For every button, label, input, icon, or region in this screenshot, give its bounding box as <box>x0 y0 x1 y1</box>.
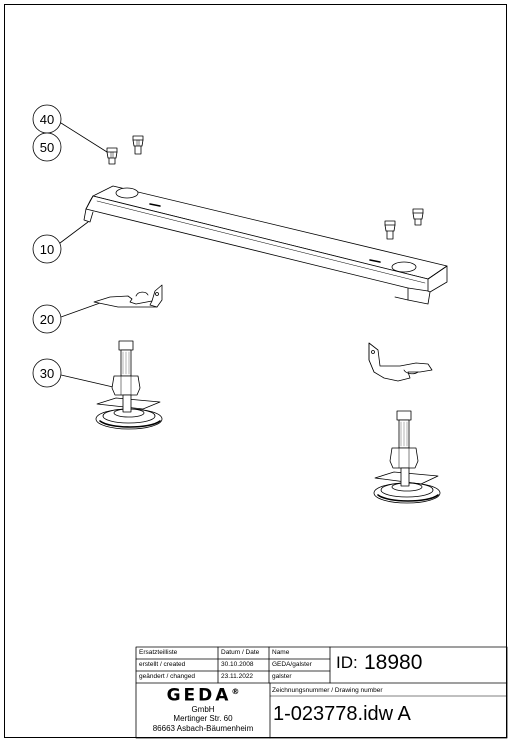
callout-50-label: 50 <box>40 140 54 155</box>
callout-30-label: 30 <box>40 366 54 381</box>
callout-10: 10 <box>32 221 89 264</box>
drawing-number: 1-023778.idw A <box>273 703 411 725</box>
callout-30: 30 <box>32 358 114 388</box>
callout-20-label: 20 <box>40 312 54 327</box>
id-value: 18980 <box>364 651 423 674</box>
title-block-grid <box>135 646 508 739</box>
changed-name: galster <box>272 673 292 680</box>
callout-40-label: 40 <box>40 112 54 127</box>
company-form: GmbH <box>191 704 215 714</box>
main-bracket <box>83 185 448 305</box>
company-logo: GEDA® <box>136 683 270 705</box>
created-name: GEDA/galster <box>272 661 312 668</box>
company-street: Mertinger Str. 60 <box>173 714 233 724</box>
bolt-group-left <box>106 135 144 165</box>
changed-date: 23.11.2022 <box>221 673 254 680</box>
title-block: Ersatzteilliste Datum / Date Name erstel… <box>136 647 507 738</box>
company-logo-text: GEDA <box>166 685 232 706</box>
company-city: 86663 Asbach-Bäumenheim <box>152 723 254 733</box>
registered-mark: ® <box>231 687 240 696</box>
created-label: erstellt / created <box>139 661 186 668</box>
clip-plate-left <box>93 284 163 308</box>
parts-list-label: Ersatzteilliste <box>139 649 178 656</box>
callout-20: 20 <box>32 302 101 334</box>
drawing-frame <box>4 4 507 738</box>
leveling-foot-right <box>373 410 441 504</box>
name-header: Name <box>272 649 290 656</box>
callout-50: 50 <box>32 132 62 162</box>
drawing-number-label: Zeichnungsnummer / Drawing number <box>272 687 383 694</box>
created-date: 30.10.2008 <box>221 661 254 668</box>
clip-plate-right <box>368 342 433 382</box>
company-block: GEDA® GmbH Mertinger Str. 60 86663 Asbac… <box>136 683 270 733</box>
changed-label: geändert / changed <box>139 673 196 680</box>
date-header: Datum / Date <box>221 649 260 656</box>
id-label: ID: <box>336 653 358 672</box>
leveling-foot-left <box>95 340 163 430</box>
bolt-group-right <box>384 208 424 240</box>
callout-10-label: 10 <box>40 242 54 257</box>
callout-40: 40 <box>32 104 108 153</box>
